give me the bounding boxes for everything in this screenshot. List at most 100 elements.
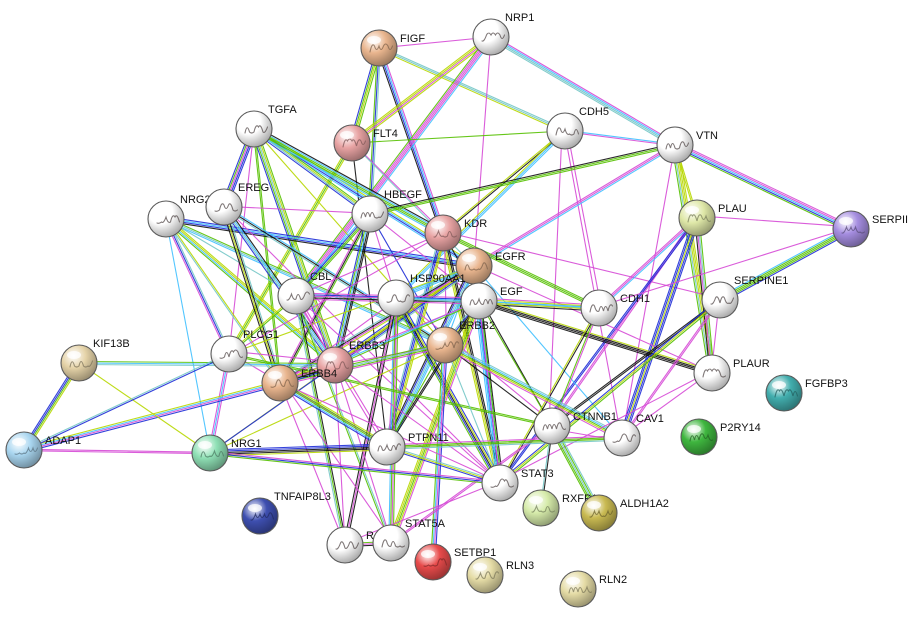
node-adap1[interactable]: ADAP1: [5, 431, 81, 469]
node-bubble[interactable]: [277, 277, 315, 315]
node-bubble[interactable]: [580, 289, 618, 327]
node-erbb2[interactable]: ERBB2: [426, 320, 495, 364]
node-p2ry14[interactable]: P2RY14: [680, 418, 761, 456]
node-kdr[interactable]: KDR: [424, 214, 487, 252]
node-kif13b[interactable]: KIF13B: [60, 338, 130, 382]
edge-line: [598, 227, 852, 308]
node-hsp90aa1[interactable]: HSP90AA1: [377, 273, 466, 317]
node-bubble[interactable]: [466, 556, 504, 594]
edge-flt4-cdh5: [351, 130, 566, 144]
node-plcg1[interactable]: PLCG1: [210, 329, 279, 373]
node-nrg2[interactable]: NRG2: [147, 194, 211, 238]
edge-line: [378, 47, 566, 132]
edge-line: [224, 206, 337, 366]
node-plau[interactable]: PLAU: [678, 199, 747, 237]
edge-line: [209, 444, 388, 453]
node-highlight: [479, 25, 493, 33]
node-ptpn11[interactable]: PTPN11: [368, 428, 449, 466]
node-figf[interactable]: FIGF: [360, 29, 425, 67]
node-erbb3[interactable]: ERBB3: [316, 340, 385, 384]
node-highlight: [587, 296, 601, 304]
node-cbl[interactable]: CBL: [277, 271, 331, 315]
node-hbegf[interactable]: HBEGF: [351, 189, 422, 233]
edge-line: [472, 143, 675, 266]
node-bubble[interactable]: [680, 418, 718, 456]
node-bubble[interactable]: [424, 214, 462, 252]
node-label: FGFBP3: [805, 378, 848, 390]
node-rln3[interactable]: RLN3: [466, 556, 534, 594]
node-serpine1[interactable]: SERPINE1: [701, 275, 788, 319]
node-bubble[interactable]: [559, 570, 597, 608]
protein-structure-icon: [325, 361, 350, 370]
node-bubble[interactable]: [368, 428, 406, 466]
protein-structure-icon: [710, 296, 735, 305]
node-erbb4[interactable]: ERBB4: [261, 364, 337, 402]
edge-line: [386, 446, 501, 484]
node-highlight: [587, 501, 601, 509]
edge-erbb2-stat3: [444, 344, 501, 484]
edge-line: [252, 128, 335, 367]
edge-line: [22, 380, 280, 449]
edge-line: [563, 131, 597, 308]
node-egfr[interactable]: EGFR: [455, 247, 526, 285]
node-bubble[interactable]: [693, 354, 731, 392]
node-label: STAT5A: [405, 518, 446, 530]
node-vtn[interactable]: VTN: [656, 126, 718, 164]
node-label: P2RY14: [720, 422, 761, 434]
node-bubble[interactable]: [210, 335, 248, 373]
edge-adap1-plcg1: [23, 352, 230, 452]
protein-structure-icon: [156, 215, 181, 224]
node-bubble[interactable]: [678, 199, 716, 237]
node-highlight: [284, 284, 298, 292]
edge-layer: [21, 34, 853, 563]
edge-line: [441, 129, 566, 233]
node-bubble[interactable]: [377, 279, 415, 317]
node-bubble[interactable]: [603, 419, 641, 457]
node-egf[interactable]: EGF: [460, 282, 523, 320]
node-bubble[interactable]: [832, 210, 870, 248]
edge-nrg2-erbb4: [164, 218, 282, 384]
node-stat3[interactable]: STAT3: [481, 464, 554, 502]
node-flt4[interactable]: FLT4: [333, 124, 398, 162]
protein-structure-icon: [250, 512, 275, 521]
node-rln2[interactable]: RLN2: [559, 570, 627, 608]
edge-line: [295, 36, 492, 297]
node-serpinb2[interactable]: SERPII: [832, 210, 908, 248]
edge-kif13b-nrg1: [78, 362, 211, 454]
edge-plau-ctnnb1: [549, 216, 697, 427]
edge-line: [279, 346, 447, 386]
node-setbp1[interactable]: SETBP1: [414, 543, 496, 581]
node-nrp1[interactable]: NRP1: [472, 12, 534, 56]
node-fgfbp3[interactable]: FGFBP3: [765, 374, 848, 412]
node-label: ADAP1: [45, 435, 81, 447]
node-cdh5[interactable]: CDH5: [546, 106, 609, 150]
node-bubble[interactable]: [261, 364, 299, 402]
node-bubble[interactable]: [522, 489, 560, 527]
edge-line: [296, 295, 348, 546]
edge-line: [720, 231, 853, 304]
node-bubble[interactable]: [533, 407, 571, 445]
node-bubble[interactable]: [426, 326, 464, 364]
edge-line: [394, 129, 565, 298]
node-bubble[interactable]: [372, 524, 410, 562]
node-aldh1a2[interactable]: ALDH1A2: [580, 494, 669, 532]
node-tgfa[interactable]: TGFA: [235, 104, 297, 148]
node-label: PLCG1: [243, 329, 279, 341]
node-bubble[interactable]: [481, 464, 519, 502]
edge-line: [281, 380, 395, 542]
node-tnfaip8l3[interactable]: TNFAIP8L3: [241, 491, 331, 535]
node-plaur[interactable]: PLAUR: [693, 354, 770, 392]
node-cav1[interactable]: CAV1: [603, 413, 664, 457]
node-ctnnb1[interactable]: CTNNB1: [533, 407, 617, 445]
node-nrg1[interactable]: NRG1: [191, 434, 262, 472]
edge-line: [718, 225, 851, 298]
edge-line: [294, 35, 491, 296]
node-bubble[interactable]: [205, 188, 243, 226]
node-cdh1[interactable]: CDH1: [580, 289, 650, 327]
node-ereg[interactable]: EREG: [205, 182, 269, 226]
node-stat5a[interactable]: STAT5A: [372, 518, 446, 562]
edge-line: [256, 127, 339, 365]
edge-tgfa-hbegf: [252, 126, 372, 217]
node-rxfp1[interactable]: RXFP1: [522, 489, 597, 527]
